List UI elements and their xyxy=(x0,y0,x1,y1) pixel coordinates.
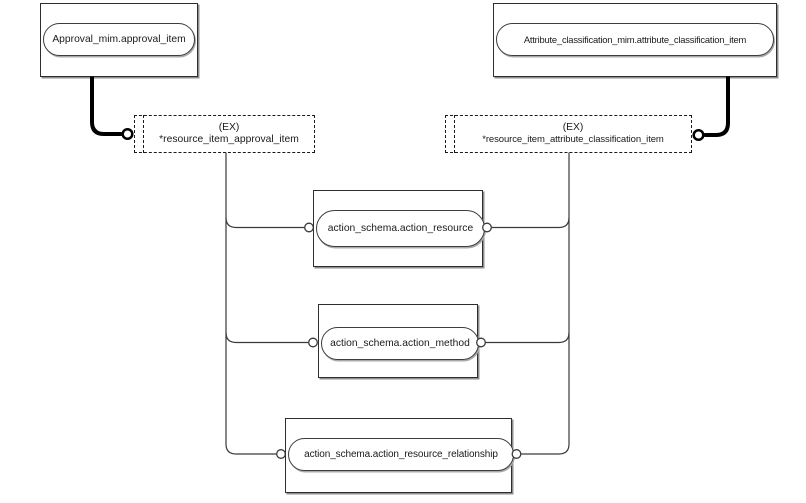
ref-name: *resource_item_approval_item xyxy=(159,134,299,145)
right-trunk-line xyxy=(521,152,570,455)
ref-box-resource-item-approval-item: (EX) *resource_item_approval_item xyxy=(134,115,315,153)
entity-box-action-resource: action_schema.action_resource xyxy=(313,190,485,267)
entity-label: Attribute_classification_mim.attribute_c… xyxy=(523,34,747,45)
entity-box-action-resource-relationship: action_schema.action_resource_relationsh… xyxy=(285,418,514,493)
entity-label: Approval_mim.approval_item xyxy=(52,34,186,45)
entity-box-action-method: action_schema.action_method xyxy=(318,304,479,378)
entity-label: action_schema.action_method xyxy=(330,338,470,349)
entity-label: action_schema.action_resource xyxy=(327,223,474,234)
left-branch-action-resource xyxy=(225,217,305,229)
entity-box-approval-item: Approval_mim.approval_item xyxy=(40,3,198,77)
ref-box-resource-item-attribute-classification-item: (EX) *resource_item_attribute_classifica… xyxy=(445,115,692,153)
right-branch-action-method xyxy=(485,332,570,344)
thick-connector-right xyxy=(704,76,730,137)
ref-box-inner-divider xyxy=(143,115,144,153)
ref-box-inner-divider xyxy=(454,115,455,153)
right-branch-action-resource xyxy=(491,217,570,229)
open-circle-connector-icon xyxy=(276,449,286,459)
left-branch-action-method xyxy=(225,332,309,344)
entity-oval-approval-item: Approval_mim.approval_item xyxy=(43,23,195,56)
open-circle-connector-icon xyxy=(308,337,318,348)
open-circle-connector-icon xyxy=(304,222,314,233)
entity-label: action_schema.action_resource_relationsh… xyxy=(304,449,498,460)
entity-oval-action-method: action_schema.action_method xyxy=(321,327,479,360)
ref-tag: (EX) xyxy=(218,121,240,133)
ref-name: *resource_item_attribute_classification_… xyxy=(482,134,664,145)
entity-oval-action-resource-relationship: action_schema.action_resource_relationsh… xyxy=(288,438,514,471)
open-circle-connector-icon xyxy=(121,127,134,141)
open-circle-connector-icon xyxy=(692,128,705,142)
ref-tag: (EX) xyxy=(562,121,584,133)
entity-box-attribute-classification-item: Attribute_classification_mim.attribute_c… xyxy=(493,3,777,77)
left-trunk-line xyxy=(225,152,277,455)
thick-connector-left xyxy=(90,76,122,136)
entity-oval-attribute-classification-item: Attribute_classification_mim.attribute_c… xyxy=(496,23,774,56)
entity-oval-action-resource: action_schema.action_resource xyxy=(316,210,485,247)
